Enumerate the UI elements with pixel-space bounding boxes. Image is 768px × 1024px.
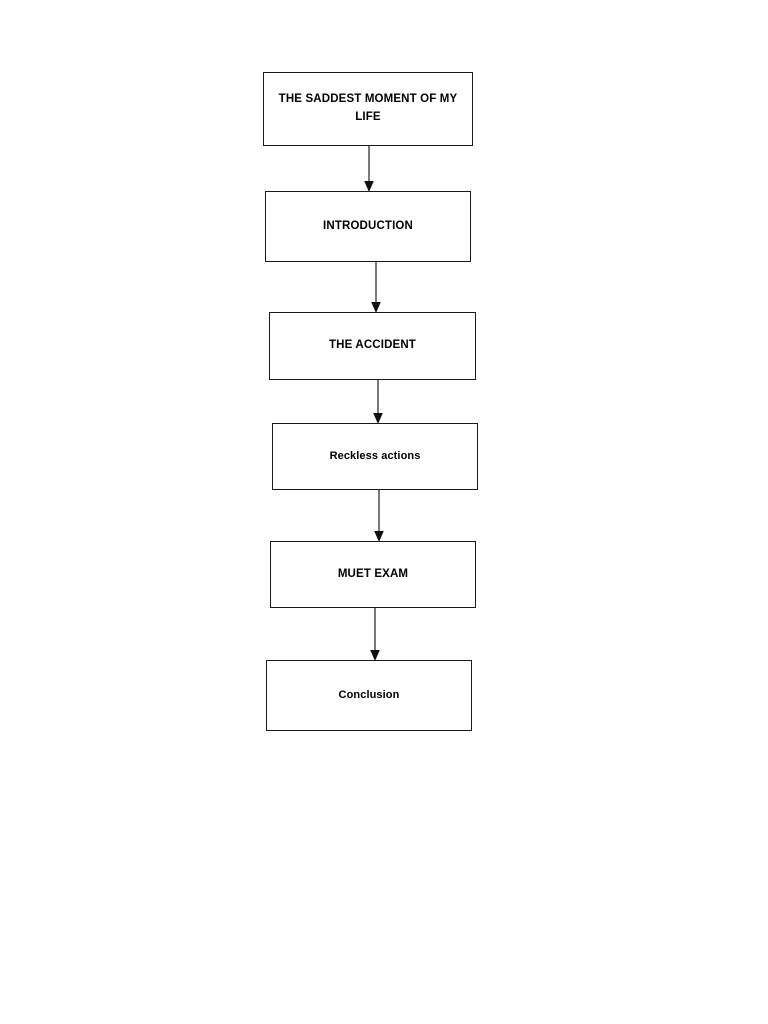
flowchart-node-label: Conclusion xyxy=(338,688,400,701)
flowchart-connector-arrow-down xyxy=(371,262,381,313)
flowchart-node-title[interactable]: THE SADDEST MOMENT OF MY LIFE xyxy=(263,72,473,146)
flowchart-node-reckless-actions[interactable]: Reckless actions xyxy=(272,423,478,490)
flowchart-connector-arrow-down xyxy=(364,146,374,192)
flowchart-node-label: MUET EXAM xyxy=(337,567,409,580)
flowchart-node-muet-exam[interactable]: MUET EXAM xyxy=(270,541,476,608)
flowchart-node-introduction[interactable]: INTRODUCTION xyxy=(265,191,471,262)
flowchart-node-accident[interactable]: THE ACCIDENT xyxy=(269,312,476,380)
flowchart-connector-arrow-down xyxy=(373,380,383,424)
flowchart-connector-arrow-down xyxy=(370,608,380,661)
flowchart-node-label: THE ACCIDENT xyxy=(329,339,416,352)
flowchart-node-label: THE SADDEST MOMENT OF MY LIFE xyxy=(278,93,458,123)
flowchart-connector-arrow-down xyxy=(374,490,384,542)
flowchart-node-label: INTRODUCTION xyxy=(323,219,413,232)
flowchart-node-conclusion[interactable]: Conclusion xyxy=(266,660,472,731)
flowchart-node-label: Reckless actions xyxy=(329,449,421,462)
